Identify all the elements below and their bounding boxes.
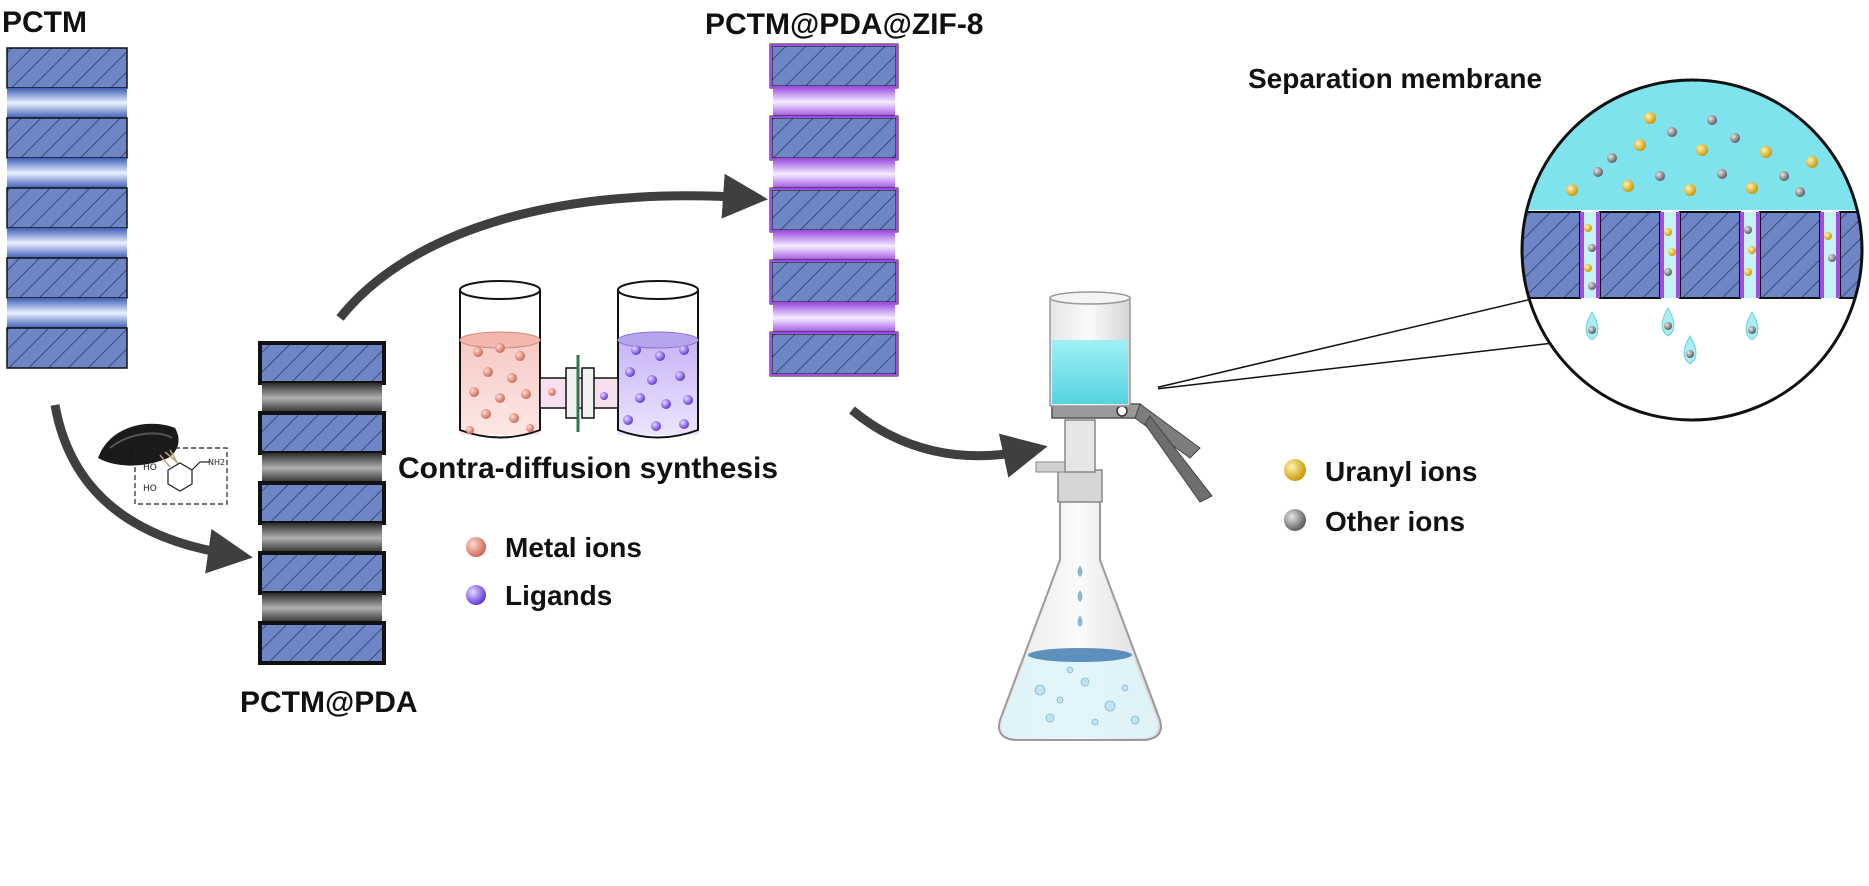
legend-label-other-ions: Other ions (1325, 506, 1465, 537)
pctm-pda-zif8-membrane-column (769, 43, 899, 377)
label-separation-membrane: Separation membrane (1248, 63, 1542, 94)
legend-label-ligands: Ligands (505, 580, 612, 611)
mussel-icon (98, 423, 179, 468)
dopamine-group-nh2: NH2 (208, 458, 225, 467)
legend-swatch-other-ions (1284, 509, 1306, 531)
label-pctm-pda-zif8: PCTM@PDA@ZIF-8 (705, 8, 984, 41)
filtration-apparatus (998, 291, 1213, 741)
legend-label-metal-ions: Metal ions (505, 532, 642, 563)
arrow-pctm-to-pda (50, 404, 253, 574)
dopamine-structure: HO HO NH2 (134, 447, 228, 505)
legend-swatch-ligands (466, 585, 486, 605)
legend-swatch-uranyl-ions (1284, 459, 1306, 481)
legend-label-uranyl-ions: Uranyl ions (1325, 456, 1477, 487)
contra-diffusion-cell (459, 280, 699, 439)
label-pctm: PCTM (2, 6, 87, 39)
arrow-zif8-to-filtration (849, 406, 1048, 478)
label-pctm-pda: PCTM@PDA (240, 686, 418, 719)
dopamine-group-ho-1: HO (143, 463, 157, 473)
label-contra-diffusion: Contra-diffusion synthesis (398, 452, 778, 485)
pctm-membrane-column (6, 47, 128, 369)
pctm-pda-membrane-column (258, 341, 386, 665)
arrow-pda-to-zif8 (336, 173, 768, 321)
dopamine-group-ho-2: HO (143, 484, 157, 494)
legend-synthesis: Metal ions Ligands (466, 532, 642, 611)
legend-swatch-metal-ions (466, 537, 486, 557)
separation-membrane-magnified (1520, 78, 1864, 422)
legend-separation: Uranyl ions Other ions (1284, 456, 1477, 537)
